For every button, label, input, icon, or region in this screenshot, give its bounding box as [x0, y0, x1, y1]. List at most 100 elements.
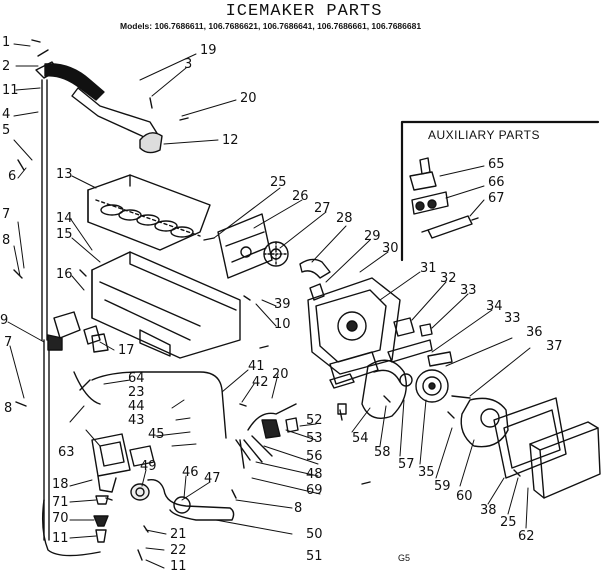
callout-37: 37	[546, 339, 563, 354]
callout-69: 69	[306, 483, 323, 498]
auxiliary-box-outline	[402, 122, 598, 260]
callout-71: 71	[52, 495, 69, 510]
auxiliary-tube-67	[422, 216, 478, 238]
callout-39: 39	[274, 297, 291, 312]
callout-47: 47	[204, 471, 221, 486]
callout-44: 44	[128, 399, 145, 414]
auxiliary-valve-65	[410, 158, 436, 190]
water-valve	[92, 434, 154, 492]
callout-59: 59	[434, 479, 451, 494]
callout-3: 3	[184, 57, 193, 72]
callout-31: 31	[420, 261, 437, 276]
callout-41: 41	[248, 359, 265, 374]
callout-4: 4	[2, 107, 11, 122]
callout-11c: 11	[170, 559, 187, 574]
callout-8b: 8	[4, 401, 13, 416]
callout-22: 22	[170, 543, 187, 558]
callout-64: 64	[128, 371, 145, 386]
callout-18: 18	[52, 477, 69, 492]
callout-19: 19	[200, 43, 217, 58]
thermostat-parts	[54, 312, 108, 352]
callout-2: 2	[2, 59, 11, 74]
heater-harness	[74, 372, 226, 438]
callout-21: 21	[170, 527, 187, 542]
diagram-code: G5	[398, 553, 411, 563]
callout-14: 14	[56, 211, 73, 226]
callout-35: 35	[418, 465, 435, 480]
callout-45: 45	[148, 427, 165, 442]
callout-46: 46	[182, 465, 199, 480]
screws	[14, 40, 520, 560]
callout-1: 1	[2, 35, 11, 50]
mold-housing	[92, 252, 240, 358]
callout-36: 36	[526, 325, 543, 340]
callout-51: 51	[306, 549, 323, 564]
callout-28: 28	[336, 211, 353, 226]
callout-67: 67	[488, 191, 505, 206]
callout-20: 20	[240, 91, 257, 106]
mounting-plate-38	[494, 398, 566, 478]
gear-27	[264, 242, 288, 266]
callout-26: 26	[292, 189, 309, 204]
callout-8c: 8	[294, 501, 303, 516]
callout-15: 15	[56, 227, 73, 242]
switch-parts	[388, 318, 452, 366]
auxiliary-parts-title: AUXILIARY PARTS	[428, 128, 540, 142]
callout-11b: 11	[52, 531, 69, 546]
fill-cup	[45, 64, 104, 100]
motor-housing	[308, 278, 400, 384]
callout-29: 29	[364, 229, 381, 244]
callout-60: 60	[456, 489, 473, 504]
shut-off-arm	[72, 88, 162, 153]
callout-49: 49	[140, 459, 157, 474]
callout-7b: 7	[4, 335, 13, 350]
callout-42: 42	[252, 375, 269, 390]
callout-16: 16	[56, 267, 73, 282]
callout-56: 56	[306, 449, 323, 464]
ice-mold	[88, 175, 210, 250]
callout-62: 62	[518, 529, 535, 544]
wiring-harness	[236, 404, 296, 468]
callout-63: 63	[58, 445, 75, 460]
callout-5: 5	[2, 123, 11, 138]
callout-53: 53	[306, 431, 323, 446]
callout-11: 11	[2, 83, 19, 98]
callout-65: 65	[488, 157, 505, 172]
callout-58: 58	[374, 445, 391, 460]
callout-48: 48	[306, 467, 323, 482]
callout-30: 30	[382, 241, 399, 256]
mounting-plate	[218, 214, 272, 278]
callout-17: 17	[118, 343, 135, 358]
callout-13: 13	[56, 167, 73, 182]
callout-10: 10	[274, 317, 291, 332]
callout-52: 52	[306, 413, 323, 428]
callout-25b: 25	[500, 515, 517, 530]
auxiliary-fitting-66	[412, 192, 448, 214]
cam-28	[300, 259, 330, 300]
drive-gear	[416, 370, 448, 402]
page-title: ICEMAKER PARTS	[225, 2, 383, 21]
small-fasteners	[286, 374, 354, 432]
fill-tube-47	[148, 480, 234, 520]
callout-54: 54	[352, 431, 369, 446]
callout-9: 9	[0, 313, 9, 328]
callout-8: 8	[2, 233, 11, 248]
drive-motor	[452, 396, 508, 447]
fill-tube-assembly	[36, 50, 100, 556]
callout-12: 12	[222, 133, 239, 148]
callout-6: 6	[8, 169, 17, 184]
callout-32: 32	[440, 271, 457, 286]
model-numbers: Models: 106.7686611, 106.7686621, 106.76…	[120, 21, 422, 31]
front-cover	[530, 422, 600, 498]
callout-33b: 33	[504, 311, 521, 326]
callout-7: 7	[2, 207, 11, 222]
callout-23: 23	[128, 385, 145, 400]
callout-34: 34	[486, 299, 503, 314]
leader-lines	[8, 44, 530, 568]
callout-50: 50	[306, 527, 323, 542]
callout-20b: 20	[272, 367, 289, 382]
grommet-46	[131, 484, 190, 513]
valve-fittings	[94, 496, 108, 542]
